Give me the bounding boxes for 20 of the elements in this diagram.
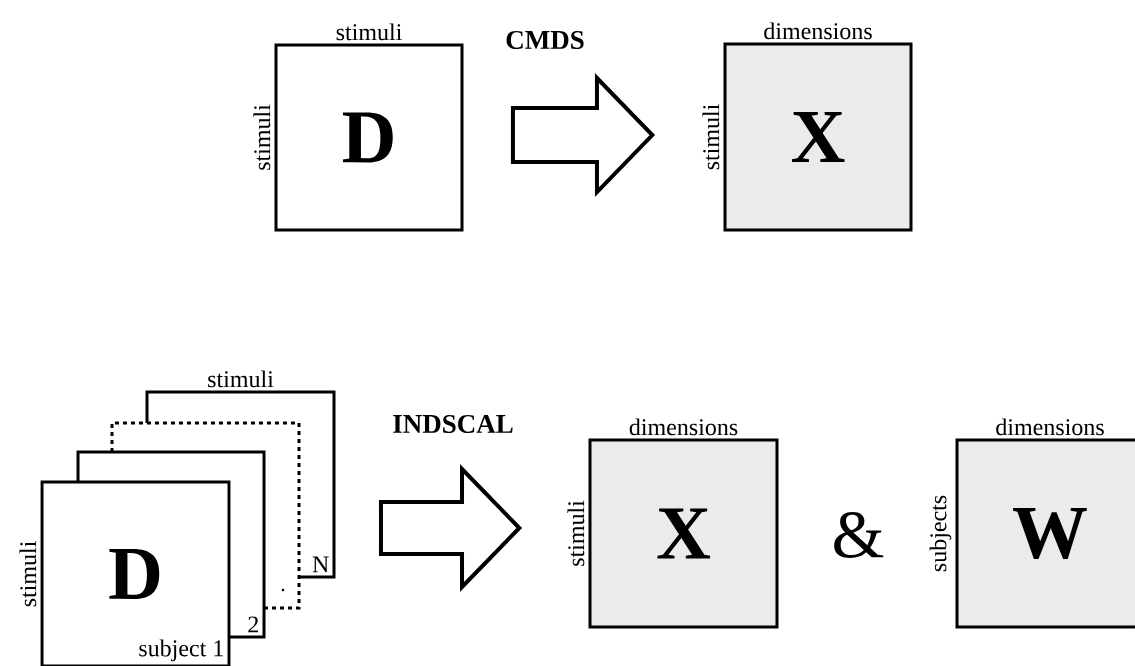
axis-label: stimuli [253,104,271,170]
matrix-box: D subject 1 [40,480,231,666]
axis-label: stimuli [567,500,585,566]
axis-label: subjects [929,495,952,572]
axis-label: dimensions [629,418,738,436]
method-label: INDSCAL [393,414,513,434]
matrix-box: D [274,43,464,232]
block-arrow [378,464,523,592]
axis-label: stimuli [702,104,720,170]
matrix-box: X [723,42,913,232]
ampersand: & [834,512,884,558]
axis-label: stimuli [208,370,274,388]
block-arrow [510,73,656,197]
axis-label: dimensions [996,418,1104,436]
axis-label: stimuli [19,541,37,607]
method-label: CMDS [506,30,584,50]
axis-label: stimuli [336,23,402,41]
matrix-box: W [955,438,1135,629]
axis-label: dimensions [764,22,872,40]
matrix-box: X [588,438,779,629]
